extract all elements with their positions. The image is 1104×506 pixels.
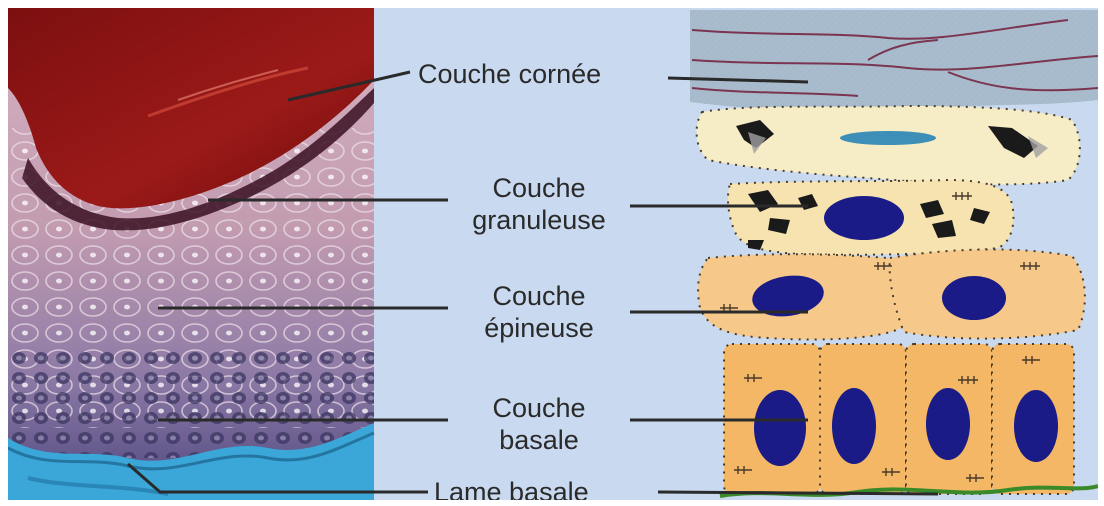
label-granuleuse-line2: granuleuse [452,204,626,236]
label-granuleuse-line1: Couche [452,172,626,204]
label-epineuse-line1: Couche [452,280,626,312]
granular-cell-top [697,106,1080,184]
label-epineuse-line2: épineuse [452,312,626,344]
corneum-layer [690,10,1098,111]
basale-nucleus-1 [754,390,806,466]
basale-nucleus-4 [1014,390,1058,462]
schematic-section [690,10,1098,496]
spinosum-layer [698,249,1085,339]
skin-layers-diagram: Couche cornée Couche granuleuse Couche é… [8,8,1098,500]
label-couche-granuleuse: Couche granuleuse [452,172,626,236]
basale-nucleus-2 [832,388,876,464]
label-couche-epineuse: Couche épineuse [452,280,626,344]
label-lame-basale: Lame basale [434,476,589,500]
basale-nucleus-3 [926,388,970,460]
label-couche-cornee: Couche cornée [418,58,601,90]
leader-lamina-right [658,492,938,494]
granulosum-layer [728,180,1013,255]
histology-basal-cells [8,348,374,458]
label-couche-basale: Couche basale [452,392,626,456]
label-basale-line2: basale [452,424,626,456]
spinosum-nucleus-2 [942,276,1006,320]
granulosum-nucleus [824,196,904,240]
label-basale-line1: Couche [452,392,626,424]
histology-section [8,8,374,500]
